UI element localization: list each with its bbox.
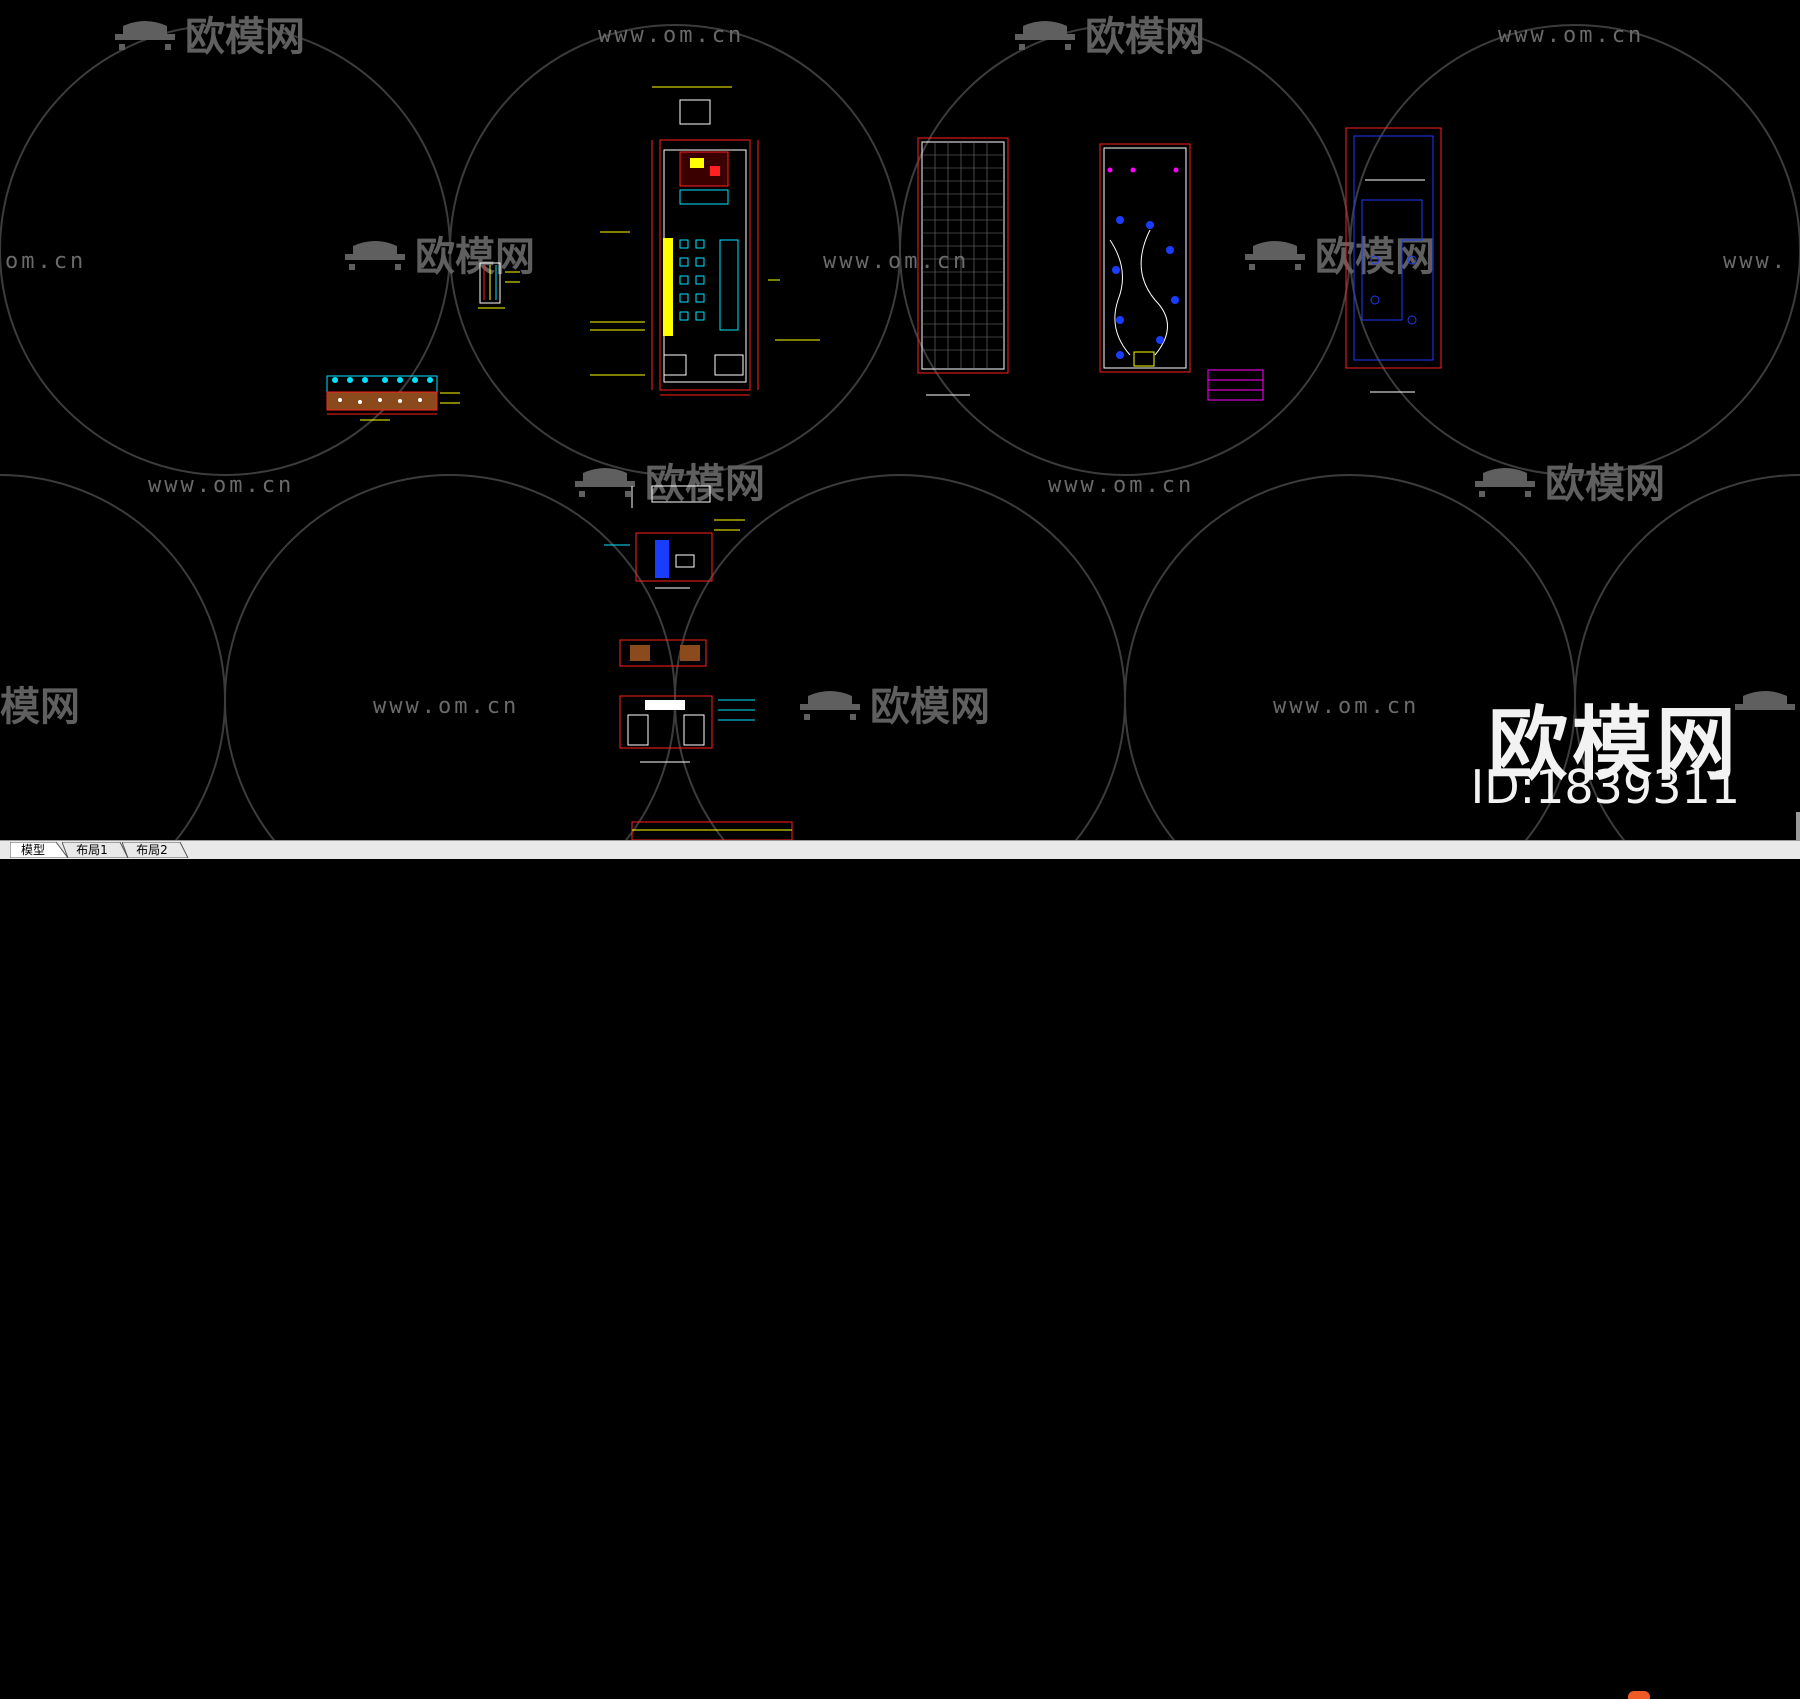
corner-orange-icon: [1628, 1691, 1650, 1699]
tab-shape: [122, 842, 189, 858]
watermark-url: www.om.cn: [823, 249, 969, 274]
watermark-brand-row-3: 欧模网 欧模网: [575, 461, 1665, 507]
vertical-scrollbar[interactable]: [1796, 812, 1800, 840]
watermark-brand: 欧模网: [185, 14, 305, 60]
tab-model[interactable]: 模型: [10, 842, 69, 858]
drawing-main-floor-plan[interactable]: [590, 86, 820, 396]
watermark-url: om.cn: [5, 249, 86, 274]
watermark-brand: 欧模网: [870, 684, 990, 730]
drawing-elevations[interactable]: [604, 485, 793, 840]
cad-model-space[interactable]: 欧模网 欧模网 欧模网 欧模网 欧模网 欧模网 欧模网 欧模网 www.om.c…: [0, 0, 1800, 840]
sofa-logo-icon: [575, 468, 635, 497]
watermark-brand: 欧模网: [415, 234, 535, 280]
drawing-planter-section[interactable]: [326, 375, 460, 421]
watermark-url: www.om.cn: [598, 23, 744, 48]
drawing-ceiling-plan-blue[interactable]: [1345, 127, 1442, 393]
drawing-small-elevation[interactable]: [478, 262, 520, 309]
drawing-lighting-plan[interactable]: [1099, 143, 1264, 401]
sofa-logo-icon: [1475, 468, 1535, 497]
drawing-ceiling-grid[interactable]: [917, 137, 1009, 396]
tab-label: 布局1: [76, 843, 108, 857]
watermark-url: www.om.cn: [1273, 694, 1419, 719]
tab-layout-1[interactable]: 布局1: [62, 842, 129, 858]
tab-label: 布局2: [136, 843, 168, 857]
sofa-logo-icon: [1245, 241, 1305, 270]
sofa-logo-icon: [1735, 691, 1795, 710]
watermark-brand: 欧模网: [1085, 14, 1205, 60]
drawing-canvas[interactable]: 欧模网 欧模网 欧模网 欧模网 欧模网 欧模网 欧模网 欧模网 www.om.c…: [0, 0, 1800, 840]
layout-tab-bar: 模型 布局1 布局2: [0, 840, 1800, 1699]
brand-stamp: 欧模网: [1488, 698, 1740, 791]
tab-layout-2[interactable]: 布局2: [122, 842, 189, 858]
watermark-url: www.: [1723, 249, 1788, 274]
watermark-brand: 欧模网: [0, 684, 80, 730]
model-id-stamp: ID:1839311: [1470, 760, 1740, 814]
watermark-urls: www.om.cn www.om.cn om.cn www.om.cn www.…: [5, 23, 1788, 719]
tab-shape: [62, 842, 129, 858]
sofa-logo-icon: [800, 691, 860, 720]
watermark-brand: 欧模网: [1545, 461, 1665, 507]
watermark-brand-row-1: 欧模网 欧模网: [115, 14, 1205, 60]
watermark-url: www.om.cn: [148, 473, 294, 498]
watermark-brand: 欧模网: [645, 461, 765, 507]
watermark-brand-row-4: 欧模网 欧模网: [0, 684, 1795, 730]
watermark-url: www.om.cn: [373, 694, 519, 719]
sofa-logo-icon: [115, 21, 175, 50]
sofa-logo-icon: [1015, 21, 1075, 50]
tab-shape: [10, 842, 69, 858]
watermark-url: www.om.cn: [1498, 23, 1644, 48]
tab-label: 模型: [20, 843, 45, 857]
watermark-url: www.om.cn: [1048, 473, 1194, 498]
sofa-logo-icon: [345, 241, 405, 270]
watermark-brand: 欧模网: [1315, 234, 1435, 280]
